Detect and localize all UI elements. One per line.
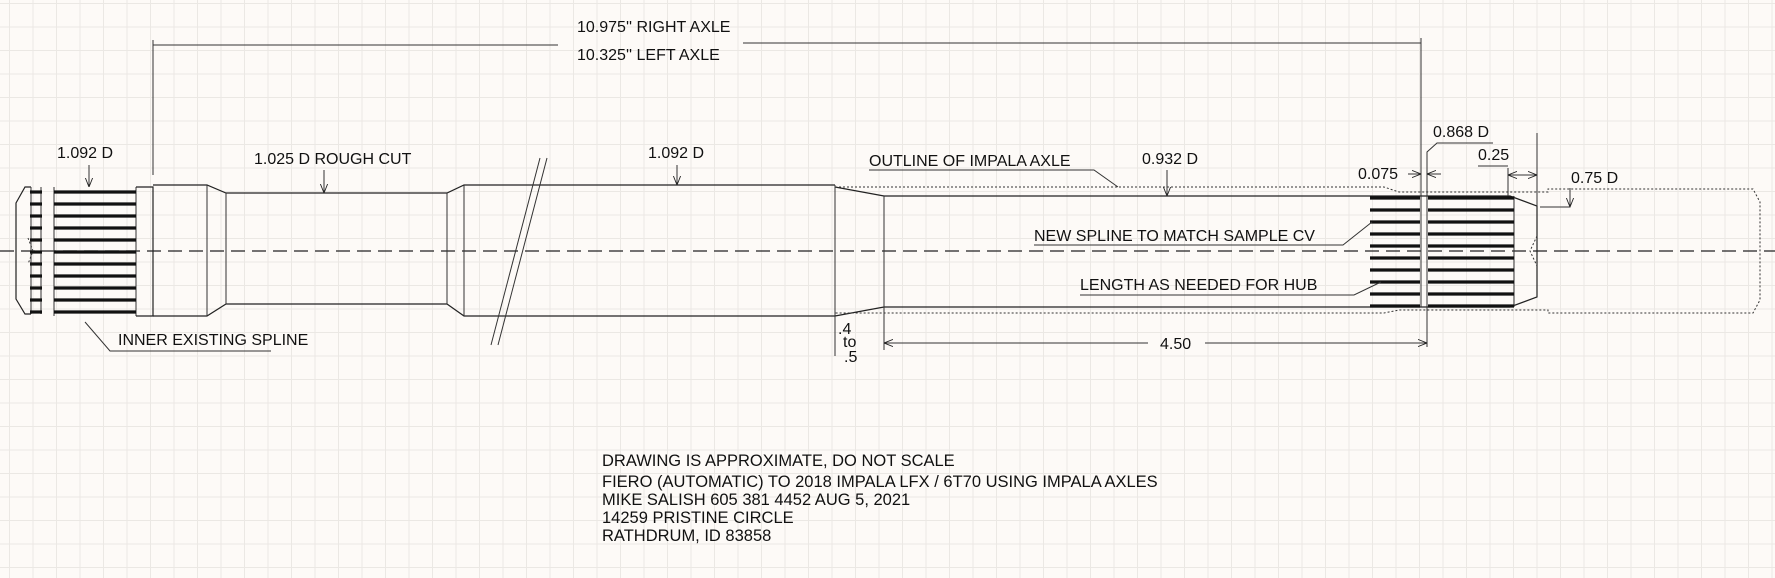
impala-axle-outline [835, 186, 1761, 314]
left-axle-length: 10.325'' LEFT AXLE [577, 47, 720, 64]
groove-diameter: 0.868 D [1433, 124, 1489, 141]
overall-length-dimension: 10.975'' RIGHT AXLE 10.325'' LEFT AXLE [152, 19, 1422, 300]
spline-length-dimension: 4.50 [883, 307, 1427, 353]
inner-spline-end [15, 186, 137, 316]
chamfer-length: 0.25 [1478, 147, 1509, 164]
taper-to: to [843, 334, 856, 351]
break-lines [490, 157, 548, 346]
taper-min: .4 [838, 321, 851, 338]
rough-cut-diameter: 1.025 D ROUGH CUT [254, 151, 412, 168]
hub-length-label: LENGTH AS NEEDED FOR HUB [1080, 277, 1317, 294]
note-author: MIKE SALISH 605 381 4452 AUG 5, 2021 [602, 491, 910, 509]
impala-outline-label: OUTLINE OF IMPALA AXLE [869, 153, 1071, 170]
taper-length-dimension: .4 to .5 [834, 316, 857, 366]
inner-spline-label: INNER EXISTING SPLINE [118, 332, 308, 349]
spline-length: 4.50 [1160, 336, 1191, 353]
right-axle-length: 10.975'' RIGHT AXLE [577, 19, 730, 36]
note-address: 14259 PRISTINE CIRCLE [602, 509, 794, 527]
title-block-notes: DRAWING IS APPROXIMATE, DO NOT SCALE FIE… [602, 452, 1158, 545]
end-diameter: 0.75 D [1571, 170, 1618, 187]
axle-shaft [136, 184, 1538, 347]
note-city: RATHDRUM, ID 83858 [602, 527, 771, 545]
groove-width: 0.075 [1358, 166, 1398, 183]
new-spline-label: NEW SPLINE TO MATCH SAMPLE CV [1034, 228, 1315, 245]
inner-spline-diameter: 1.092 D [57, 145, 113, 162]
taper-max: .5 [844, 349, 857, 366]
note-project: FIERO (AUTOMATIC) TO 2018 IMPALA LFX / 6… [602, 473, 1158, 491]
main-shaft-diameter: 1.092 D [648, 145, 704, 162]
note-scale: DRAWING IS APPROXIMATE, DO NOT SCALE [602, 452, 955, 470]
impala-diameter: 0.932 D [1142, 151, 1198, 168]
